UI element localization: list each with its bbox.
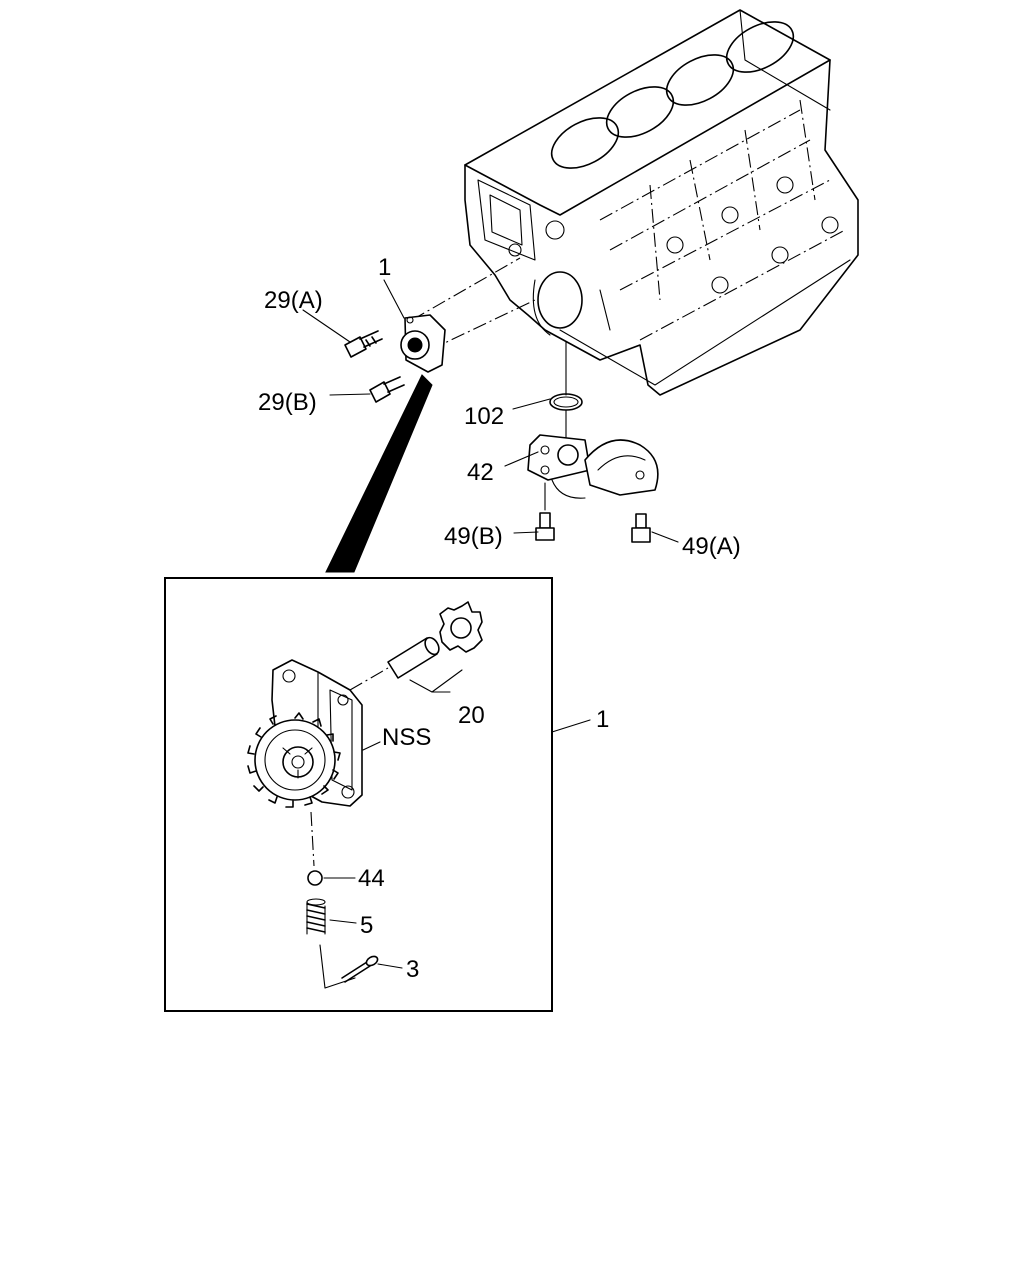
spring-5	[306, 898, 326, 935]
callout-bolt-49a: 49(A)	[682, 533, 741, 560]
o-ring-102	[549, 341, 583, 441]
drive-shaft	[349, 636, 440, 691]
callout-pump-top: 1	[378, 254, 391, 281]
callout-bolt-49b: 49(B)	[444, 523, 503, 550]
engine-block	[464, 9, 859, 396]
pump-mount-axis-lower	[429, 299, 536, 351]
pump-mount-axis-upper	[411, 257, 521, 321]
callout-ball-44: 44	[358, 865, 385, 892]
oil-pump-small	[400, 314, 446, 373]
bolt-29b	[369, 376, 405, 403]
bolt-29a	[344, 330, 383, 358]
detail-callout-wedge	[325, 374, 433, 573]
callout-pump-detail: 1	[596, 706, 609, 733]
split-pin-3	[341, 955, 379, 983]
driven-gear	[439, 601, 483, 653]
callout-pin-3: 3	[406, 956, 419, 983]
callout-bolt-29b: 29(B)	[258, 389, 317, 416]
callout-strainer-42: 42	[467, 459, 494, 486]
callout-spring-5: 5	[360, 912, 373, 939]
drive-gear	[247, 712, 341, 808]
oil-strainer-42	[527, 434, 659, 499]
ball-44	[307, 870, 323, 886]
relief-valve-axis	[310, 811, 315, 867]
bolt-49b	[535, 482, 555, 541]
callout-bolt-29a: 29(A)	[264, 287, 323, 314]
callout-gear-set-20: 20	[458, 702, 485, 729]
bolt-49a	[631, 513, 651, 543]
callout-nss: NSS	[382, 724, 431, 751]
callout-oring-102: 102	[464, 403, 504, 430]
detail-frame	[164, 577, 553, 1012]
